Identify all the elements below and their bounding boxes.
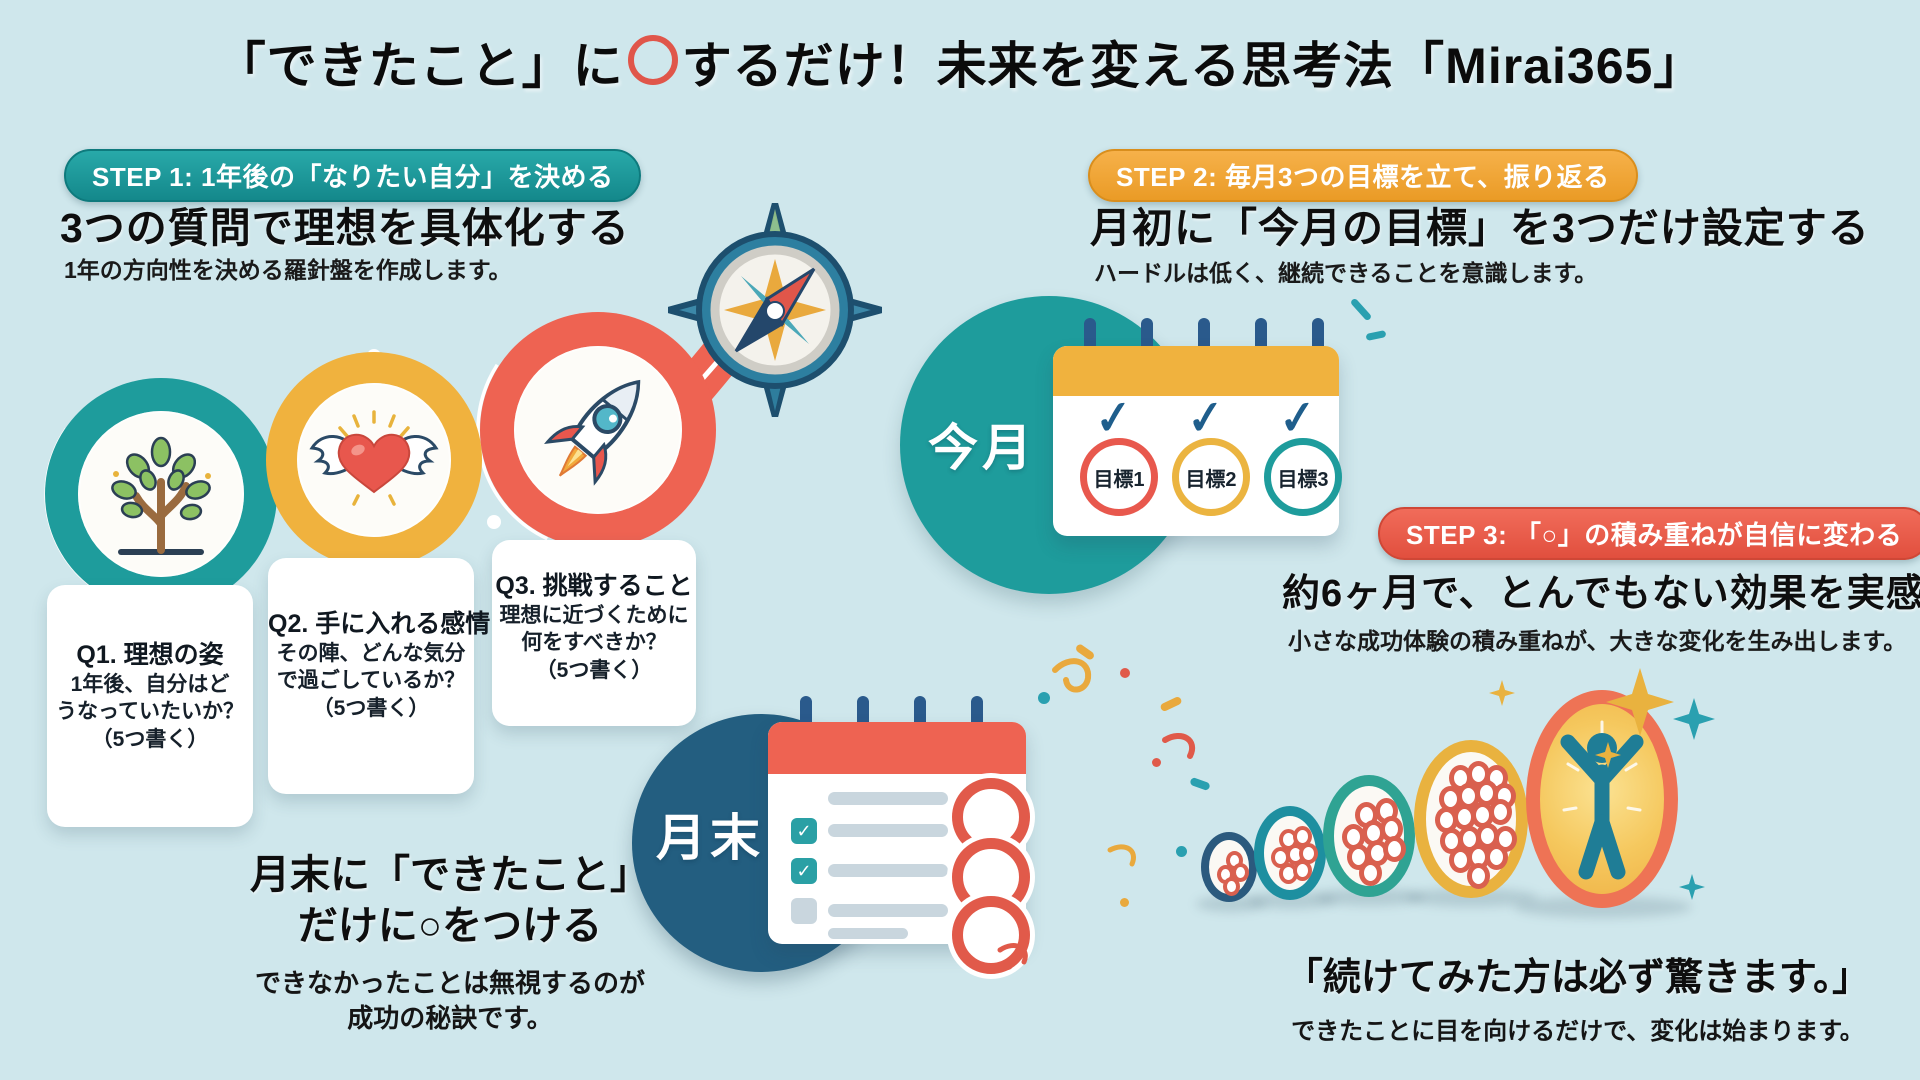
this-month-label: 今月 (928, 420, 1036, 476)
title-pre: 「できたこと」に (215, 38, 624, 94)
month-end-sub-line2: 成功の秘訣です。 (347, 1002, 553, 1033)
confetti-icon (1120, 898, 1129, 907)
confetti-icon (1152, 758, 1161, 767)
list-line (828, 824, 948, 837)
q2-line3: （5つ書く） (312, 696, 430, 720)
goals-calendar-header (1053, 346, 1339, 396)
q1-line1: 1年後、自分はど (70, 673, 230, 696)
shadow (1196, 896, 1266, 912)
month-end-text-block: 月末に「できたこと」 だけに○をつける できなかったことは無視するのが 成功の秘… (225, 850, 675, 1035)
shadow (1316, 888, 1424, 906)
list-line (828, 864, 948, 877)
step1-heading: 3つの質問で理想を具体化する (60, 205, 630, 251)
step3-badge: STEP 3: 「○」の積み重ねが自信に変わる (1378, 507, 1920, 560)
confetti-icon (997, 658, 1195, 965)
q2-card: Q2. 手に入れる感情 その陣、どんな気分 で過ごしているか？ （5つ書く） (268, 558, 491, 794)
check-icon: ✓ (1275, 389, 1320, 445)
q3-line2: 何をすべきか？ (521, 631, 667, 655)
step3-subheading: 小さな成功体験の積み重ねが、大きな変化を生み出します。 (1288, 628, 1907, 654)
confetti-icon (1176, 846, 1187, 857)
quote-block: 「続けてみた方は必ず驚きます。」 できたことに目を向けるだけで、変化は始まります… (1235, 946, 1920, 1046)
achievement-dot (1485, 844, 1509, 871)
step2-heading: 月初に「今月の目標」を3つだけ設定する (1090, 205, 1870, 251)
growth-circle-2 (1254, 806, 1326, 900)
sparkle-dash-icon (1349, 297, 1373, 322)
achievement-dot (1383, 836, 1406, 862)
tree-icon (111, 436, 211, 555)
checked-checkbox-icon: ✓ (791, 858, 817, 884)
step1-badge: STEP 1: 1年後の「なりたい自分」を決める (64, 149, 642, 202)
list-line (828, 904, 948, 917)
goal-1: 目標1 (1080, 438, 1158, 516)
q2-line1: その陣、どんな気分 (276, 642, 466, 665)
month-end-label: 月末 (656, 810, 764, 866)
sparkles-icon (1489, 668, 1715, 900)
shadow (1248, 892, 1336, 909)
q1-title: Q1. 理想の姿 (76, 641, 224, 669)
winged-heart-icon (309, 410, 439, 506)
review-calendar-header (768, 722, 1026, 774)
achievement-dot (1489, 798, 1512, 825)
confetti-icon (1038, 692, 1050, 704)
achievement-dot (1299, 842, 1319, 864)
q3-title: Q3. 挑戦すること (495, 572, 693, 600)
title-post: するだけ！未来を変える思考法「Mirai365」 (681, 38, 1705, 94)
achievement-dot (1467, 863, 1491, 890)
confetti-icon (1120, 668, 1130, 678)
q1-card: Q1. 理想の姿 1年後、自分はど うなっていたいか？ （5つ書く） (47, 585, 253, 827)
q3-card: Q3. 挑戦すること 理想に近づくために 何をすべきか？ （5つ書く） (492, 540, 696, 726)
q1-line3: （5つ書く） (91, 727, 209, 751)
achievement-dot (1223, 876, 1241, 896)
checked-checkbox-icon: ✓ (791, 818, 817, 844)
step1-subheading: 1年の方向性を決める羅針盤を作成します。 (64, 257, 512, 283)
q3-line3: （5つ書く） (535, 658, 653, 682)
page-title: 「できたこと」に するだけ！未来を変える思考法「Mirai365」 (0, 26, 1920, 98)
month-end-heading-line2: だけに○をつける (297, 904, 603, 949)
list-line (828, 792, 948, 805)
step3-heading: 約6ヶ月で、とんでもない効果を実感 (1282, 573, 1920, 615)
list-line (828, 928, 908, 939)
unchecked-checkbox-icon (791, 898, 817, 924)
check-icon: ✓ (1091, 389, 1136, 445)
check-icon: ✓ (1183, 389, 1228, 445)
month-end-heading-line1: 月末に「できたこと」 (250, 853, 650, 897)
quote-subtext: できたことに目を向けるだけで、変化は始まります。 (1291, 1018, 1864, 1045)
compass-icon (668, 203, 882, 417)
step2-badge: STEP 2: 毎月3つの目標を立て、振り返る (1088, 149, 1638, 202)
growth-circle-3 (1323, 775, 1415, 897)
done-circle-icon (952, 896, 1030, 974)
growth-circle-1 (1201, 832, 1257, 902)
month-end-sub-line1: できなかったことは無視するのが (254, 968, 645, 999)
step2-subheading: ハードルは低く、継続できることを意識します。 (1094, 260, 1598, 286)
person-icon (1560, 720, 1644, 880)
achievement-dot (1293, 860, 1313, 882)
q3-line1: 理想に近づくために (499, 604, 689, 627)
q2-title: Q2. 手に入れる感情 (268, 610, 491, 638)
confetti-icon (1003, 960, 1013, 970)
rocket-icon (544, 379, 641, 486)
q2-line2: で過ごしているか？ (276, 669, 466, 693)
goal-3: 目標3 (1264, 438, 1342, 516)
achievement-dot (1232, 862, 1250, 882)
red-circle-mark-icon (627, 35, 678, 85)
achievement-dot (1359, 860, 1383, 886)
goal-2: 目標2 (1172, 438, 1250, 516)
quote-text: 「続けてみた方は必ず驚きます。」 (1284, 957, 1871, 999)
q1-line2: うなっていたいか？ (56, 700, 244, 724)
sparkle-dash-icon (1365, 329, 1387, 342)
